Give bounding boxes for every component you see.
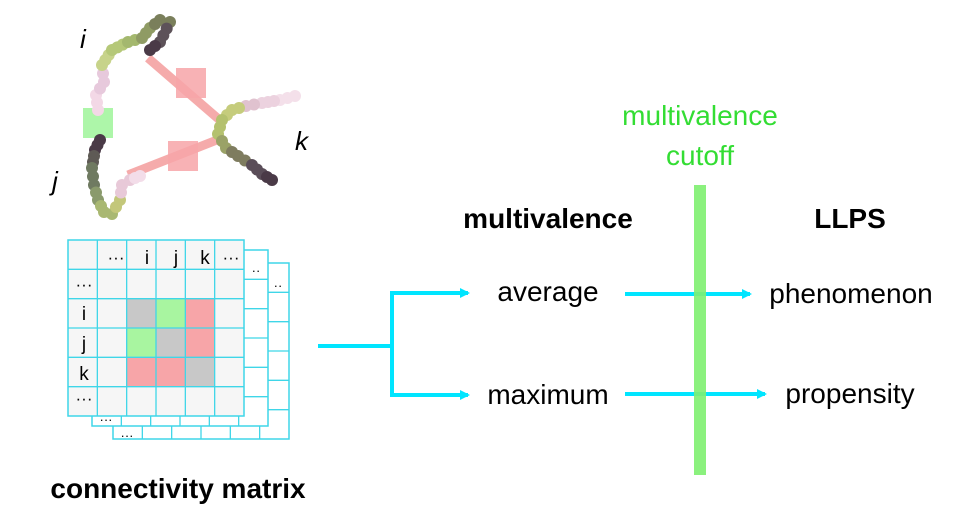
back-layer-dots-1: ·· xyxy=(252,263,261,278)
matrix-cell xyxy=(185,357,215,387)
polymer-chains xyxy=(83,14,301,220)
matrix-cell xyxy=(126,357,156,387)
matrix-row-header-0: ··· xyxy=(76,275,93,294)
cutoff-label-line1: multivalence xyxy=(622,100,778,131)
chain-label-k: k xyxy=(295,126,310,156)
cutoff-label-line2: cutoff xyxy=(666,140,734,171)
matrix-row-header-4: ··· xyxy=(76,389,93,408)
matrix-row-header-1: i xyxy=(82,304,86,325)
header-multivalence: multivalence xyxy=(463,203,633,234)
matrix-cell xyxy=(126,298,156,328)
flow-average: average xyxy=(497,276,598,307)
connectivity-matrix-stack: ··· i j k ··· ··· i j k ··· ·· ·· ··· ··… xyxy=(67,239,290,443)
matrix-row-header-2: j xyxy=(81,334,86,355)
matrix-cell xyxy=(156,298,186,328)
contact-square-i-k xyxy=(176,68,206,98)
header-llps: LLPS xyxy=(814,203,886,234)
matrix-col-header-2: j xyxy=(173,248,178,269)
matrix-col-header-1: i xyxy=(145,248,149,269)
flow-arrows xyxy=(318,288,767,400)
matrix-row-header-3: k xyxy=(79,364,89,385)
multivalence-cutoff-bar xyxy=(694,185,706,475)
matrix-cell xyxy=(126,328,156,358)
bottom-layer-dots-1: ··· xyxy=(100,412,113,427)
flow-maximum: maximum xyxy=(487,379,608,410)
matrix-layer-front xyxy=(67,239,245,417)
chain-label-i: i xyxy=(80,24,87,54)
flow-propensity: propensity xyxy=(785,378,914,409)
matrix-col-header-4: ··· xyxy=(223,248,240,267)
matrix-cell xyxy=(185,298,215,328)
chain-bead xyxy=(134,170,146,182)
chain-label-j: j xyxy=(49,166,59,196)
matrix-col-header-3: k xyxy=(200,248,210,269)
chain-beads xyxy=(86,14,301,220)
bottom-layer-dots-2: ··· xyxy=(121,428,134,443)
contact-square-j-k xyxy=(168,141,198,171)
matrix-cell xyxy=(156,357,186,387)
chain-bead xyxy=(154,14,166,26)
back-layer-dots-2: ·· xyxy=(274,278,283,293)
matrix-caption: connectivity matrix xyxy=(50,473,306,504)
matrix-cell xyxy=(156,328,186,358)
matrix-col-header-0: ··· xyxy=(108,248,125,267)
chain-bead xyxy=(144,44,156,56)
chain-bead xyxy=(266,174,278,186)
matrix-cell xyxy=(185,328,215,358)
flow-phenomenon: phenomenon xyxy=(769,278,932,309)
